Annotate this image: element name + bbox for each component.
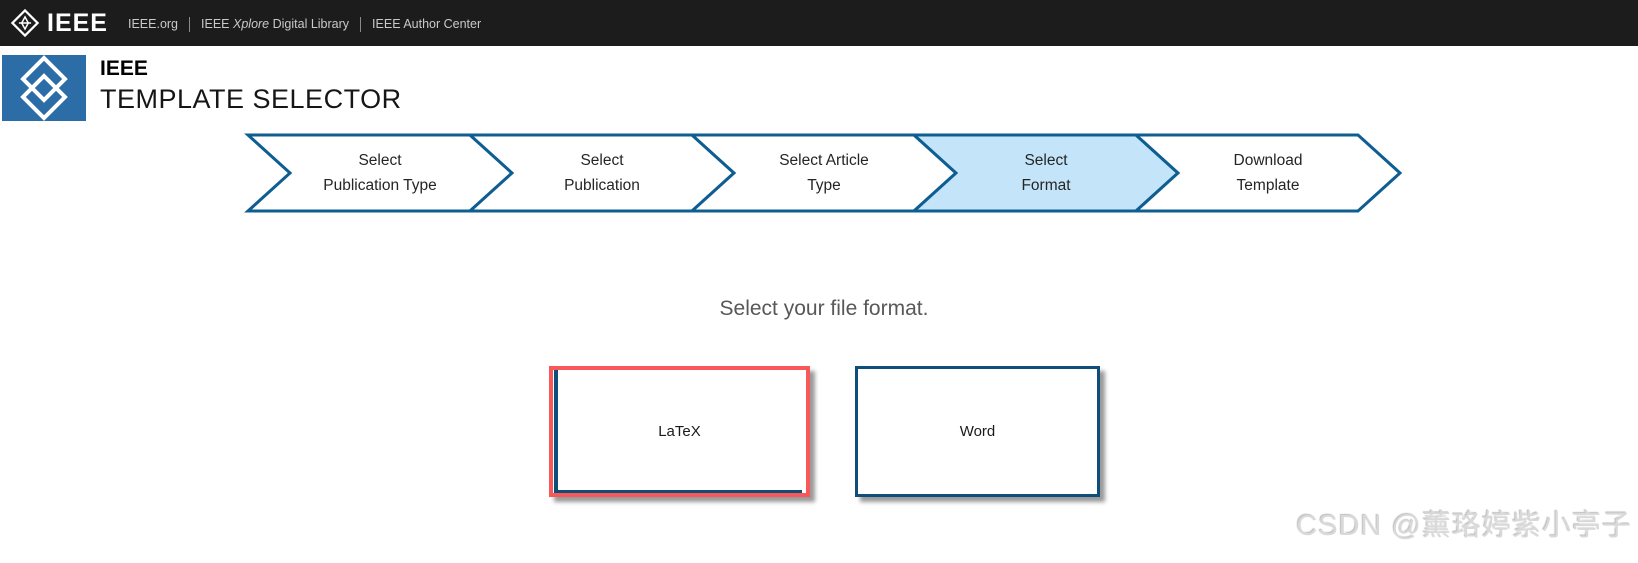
topbar-brand-text: IEEE bbox=[47, 8, 108, 37]
format-card-word[interactable]: Word bbox=[855, 366, 1100, 497]
xplore-suffix: Digital Library bbox=[272, 17, 350, 31]
separator bbox=[360, 16, 362, 32]
step-chevron-download-template[interactable] bbox=[1132, 133, 1403, 213]
ieee-diamond-icon bbox=[10, 8, 40, 38]
link-ieee-xplore[interactable]: IEEE Xplore Digital Library bbox=[201, 17, 349, 31]
format-card-label: Word bbox=[959, 423, 996, 440]
header-brand: IEEE bbox=[100, 57, 148, 80]
progress-stepper: Select Publication Type Select Publicati… bbox=[244, 133, 1403, 213]
top-navigation-bar: IEEE IEEE.org IEEE Xplore Digital Librar… bbox=[0, 0, 1638, 46]
stacked-diamonds-icon bbox=[2, 55, 86, 121]
xplore-italic: Xplore bbox=[233, 17, 270, 31]
link-ieee-author-center[interactable]: IEEE Author Center bbox=[372, 17, 482, 31]
page-title-block: IEEE TEMPLATE SELECTOR bbox=[100, 57, 402, 115]
csdn-watermark: CSDN @薰珞婷紫小亭子 bbox=[1296, 510, 1632, 542]
link-ieee-org[interactable]: IEEE.org bbox=[127, 17, 179, 31]
step-chevron-select-publication-type[interactable] bbox=[244, 133, 515, 213]
stepper-chevrons bbox=[244, 133, 1403, 213]
ieee-logo[interactable]: IEEE bbox=[10, 8, 108, 38]
topbar-links: IEEE.org IEEE Xplore Digital Library IEE… bbox=[127, 16, 482, 32]
xplore-prefix: IEEE bbox=[201, 17, 230, 31]
template-selector-logo[interactable] bbox=[2, 55, 86, 121]
format-card-label: LaTeX bbox=[658, 423, 701, 440]
separator bbox=[189, 16, 191, 32]
prompt-text: Select your file format. bbox=[719, 297, 929, 320]
format-card-latex[interactable]: LaTeX bbox=[549, 366, 810, 497]
page-title: TEMPLATE SELECTOR bbox=[100, 84, 402, 115]
